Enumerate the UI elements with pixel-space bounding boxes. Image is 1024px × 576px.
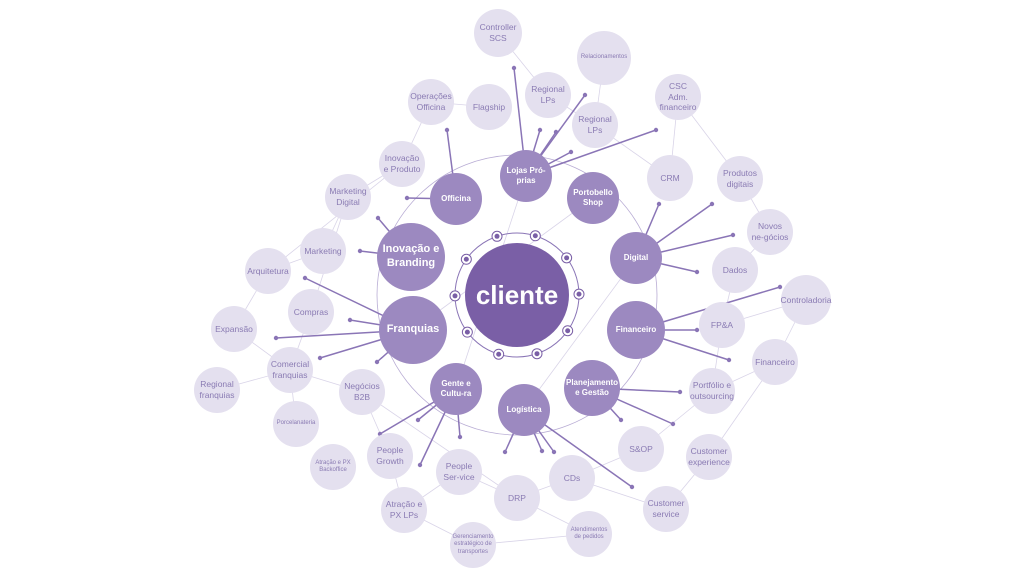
spoke-end-dot — [417, 462, 423, 468]
ring-dot — [463, 256, 469, 262]
spoke-end-dot — [502, 449, 508, 455]
node-cds: CDs — [549, 455, 595, 501]
node-flagship: Flagship — [466, 84, 512, 130]
node-fp-a: FP&A — [699, 302, 745, 348]
spoke-end-dot — [709, 201, 715, 207]
node-controller-scs: Controller SCS — [474, 9, 522, 57]
spoke-end-dot — [302, 275, 308, 281]
node-relacionamentos: Relacionamentos — [577, 31, 631, 85]
node-financeiro: Financeiro — [607, 301, 665, 359]
spoke-end-dot — [551, 449, 557, 455]
node-logistica: Logística — [498, 384, 550, 436]
node-drp: DRP — [494, 475, 540, 521]
spoke-end-dot — [404, 195, 410, 201]
node-atracao-e-px-backoffice: Atração e PX Backoffice — [310, 444, 356, 490]
spoke-end-dot — [629, 484, 635, 490]
spoke-end-dot — [273, 335, 279, 341]
node-marketing: Marketing — [300, 228, 346, 274]
spoke-end-dot — [317, 355, 323, 361]
node-portfolio-e-outsourcing: Portfólio e outsourcing — [689, 368, 735, 414]
center-node-cliente: cliente — [465, 243, 569, 347]
spoke-end-dot — [726, 357, 732, 363]
node-digital: Digital — [610, 232, 662, 284]
spoke-end-dot — [670, 421, 676, 427]
node-regional-lps: Regional LPs — [572, 102, 618, 148]
ring-dot — [565, 328, 571, 334]
spoke-end-dot — [511, 65, 517, 71]
node-people-growth: People Growth — [367, 433, 413, 479]
spoke-end-dot — [730, 232, 736, 238]
node-marketing-digital: Marketing Digital — [325, 174, 371, 220]
node-regional-franquias: Regional franquias — [194, 367, 240, 413]
spoke-end-dot — [537, 127, 543, 133]
spoke-end-dot — [539, 448, 545, 454]
spoke-end-dot — [457, 434, 463, 440]
node-lojas-pro-prias: Lojas Pró-prias — [500, 150, 552, 202]
node-gerenciamento-estrategico-de-transportes: Gerenciamento estratégico de transportes — [450, 522, 496, 568]
node-atendimentos-de-pedidos: Atendimentos de pedidos — [566, 511, 612, 557]
spoke-end-dot — [444, 127, 450, 133]
node-atracao-e-px-lps: Atração e PX LPs — [381, 487, 427, 533]
node-inovacao-e-branding: Inovação e Branding — [377, 223, 445, 291]
node-financeiro: Financeiro — [752, 339, 798, 385]
node-people-ser-vice: People Ser-vice — [436, 449, 482, 495]
ring-dot — [576, 291, 582, 297]
spoke-end-dot — [568, 149, 574, 155]
spoke-end-dot — [582, 92, 588, 98]
node-comercial-franquias: Comercial franquias — [267, 347, 313, 393]
node-planejamento-e-gestao: Planejamento e Gestão — [564, 360, 620, 416]
node-gente-e-cultu-ra: Gente e Cultu-ra — [430, 363, 482, 415]
spoke-end-dot — [677, 389, 683, 395]
node-customer-service: Customer service — [643, 486, 689, 532]
node-negocios-b2b: Negócios B2B — [339, 369, 385, 415]
ring-dot — [564, 255, 570, 261]
spoke-end-dot — [653, 127, 659, 133]
node-novos-ne-gocios: Novos ne-gócios — [747, 209, 793, 255]
node-csc-adm-financeiro: CSC Adm. financeiro — [655, 74, 701, 120]
web-link — [361, 391, 518, 499]
node-operacoes-officina: Operações Officina — [408, 79, 454, 125]
web-link — [523, 257, 637, 411]
web-link — [267, 163, 403, 272]
node-controladoria: Controladoria — [780, 275, 832, 325]
node-franquias: Franquias — [379, 296, 447, 364]
node-inovacao-e-produto: Inovação e Produto — [379, 141, 425, 187]
node-regional-lps: Regional LPs — [525, 72, 571, 118]
node-customer-experience: Customer experience — [686, 434, 732, 480]
spoke-end-dot — [694, 269, 700, 275]
ring-dot — [534, 351, 540, 357]
node-dados: Dados — [712, 247, 758, 293]
spoke-end-dot — [415, 417, 421, 423]
node-compras: Compras — [288, 289, 334, 335]
spoke-end-dot — [618, 417, 624, 423]
node-officina: Officina — [430, 173, 482, 225]
node-expansao: Expansão — [211, 306, 257, 352]
node-arquitetura: Arquitetura — [245, 248, 291, 294]
spoke-end-dot — [347, 317, 353, 323]
node-portobello-shop: Portobello Shop — [567, 172, 619, 224]
ring-dot — [496, 351, 502, 357]
spoke-end-dot — [357, 248, 363, 254]
spoke-end-dot — [375, 215, 381, 221]
node-s-op: S&OP — [618, 426, 664, 472]
node-produtos-digitais: Produtos digitais — [717, 156, 763, 202]
ring-dot — [464, 329, 470, 335]
spoke-end-dot — [656, 201, 662, 207]
spoke-end-dot — [694, 327, 700, 333]
ring-dot — [494, 233, 500, 239]
spoke-end-dot — [374, 359, 380, 365]
spoke-end-dot — [777, 284, 783, 290]
ring-dot — [452, 293, 458, 299]
ring-dot — [532, 233, 538, 239]
node-crm: CRM — [647, 155, 693, 201]
node-porcelanateria: Porcelanateria — [273, 401, 319, 447]
